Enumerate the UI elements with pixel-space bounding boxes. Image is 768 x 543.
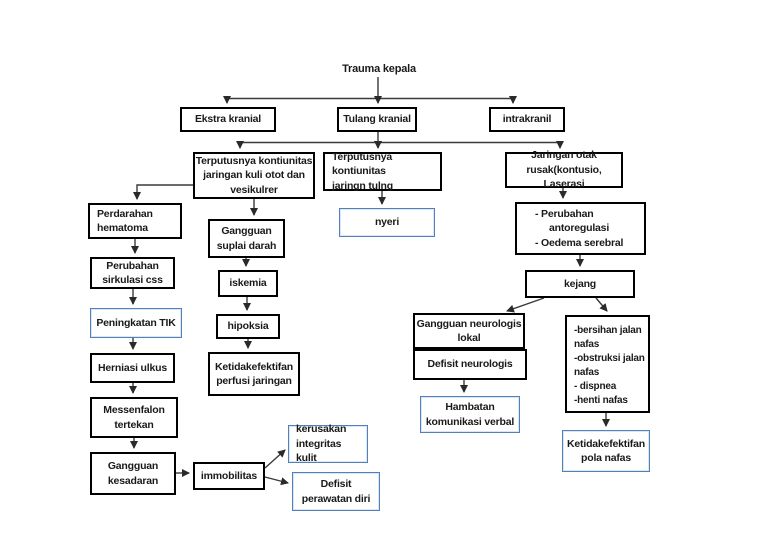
node-ekstra-kranial: Ekstra kranial	[180, 107, 276, 132]
node-intrakranil: intrakranil	[489, 107, 565, 132]
node-defisit-neurologis: Defisit neurologis	[413, 349, 527, 380]
node-peningkatan-tik: Peningkatan TIK	[90, 308, 182, 338]
node-hipoksia: hipoksia	[216, 314, 280, 339]
node-kejang: kejang	[525, 270, 635, 298]
node-immobilitas: immobilitas	[193, 462, 265, 490]
node-herniasi-ulkus: Herniasi ulkus	[90, 353, 175, 383]
node-trauma-kepala: Trauma kepala	[342, 63, 416, 75]
node-nyeri: nyeri	[339, 208, 435, 237]
node-iskemia: iskemia	[218, 270, 278, 297]
node-gangguan-nafas-list: -bersihan jalan nafas-obstruksi jalan na…	[565, 315, 650, 413]
node-tulang-kranial: Tulang kranial	[337, 107, 417, 132]
node-perubahan-antoregulasi: - Perubahan antoregulasi- Oedema serebra…	[515, 202, 646, 255]
